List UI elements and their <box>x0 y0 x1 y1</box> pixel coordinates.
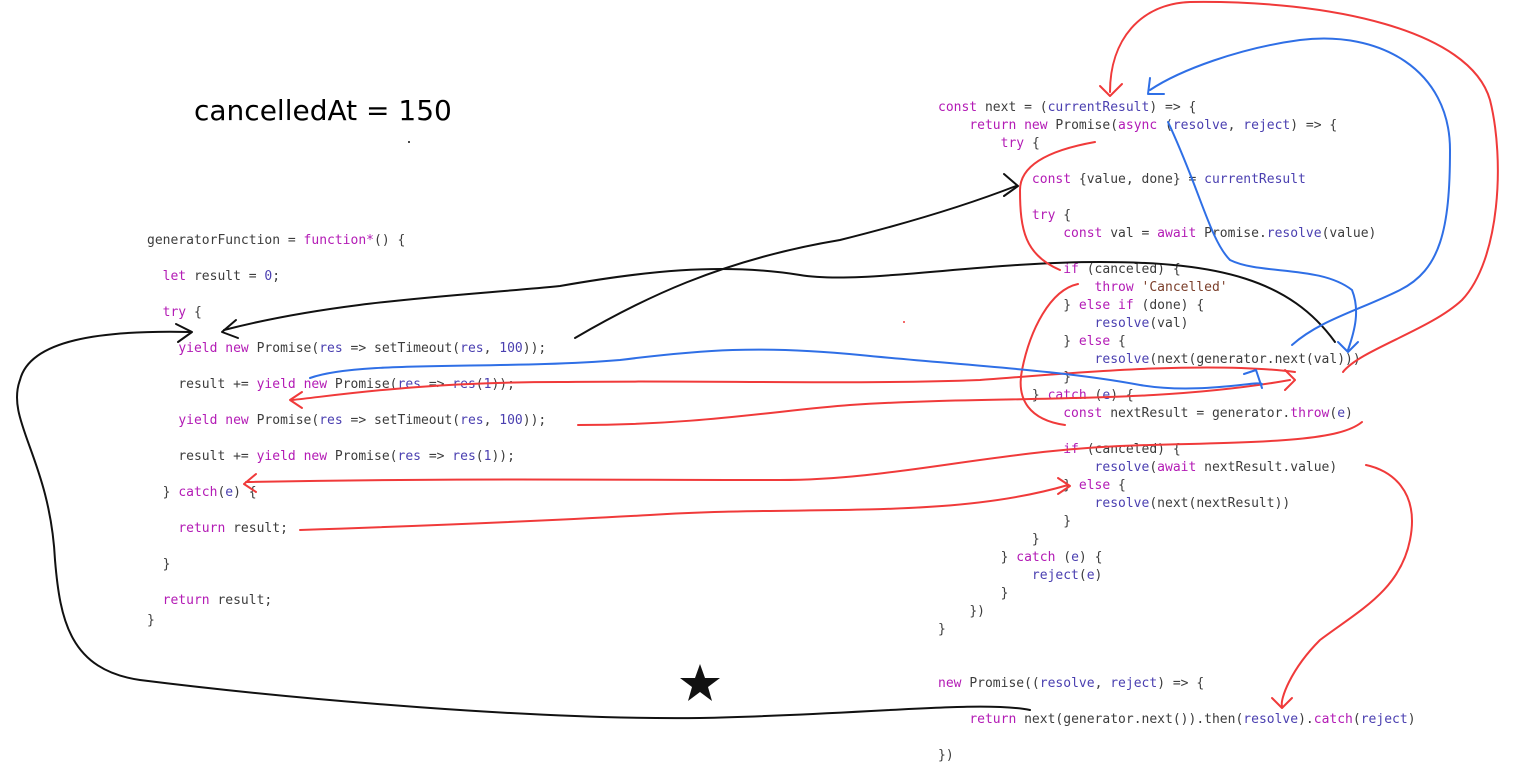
left-code-line-6: yield new Promise(res => setTimeout(res,… <box>178 413 547 428</box>
generator-function-code: generatorFunction = function*() { let re… <box>147 232 587 632</box>
right-code-line-4: const {value, done} = currentResult <box>1031 172 1306 187</box>
red-arrow-back-to-yield-1 <box>291 366 1296 401</box>
right-code-line-26: } <box>938 622 946 637</box>
left-code-line-2: let result = 0; <box>162 269 281 284</box>
red-arrow-throw-back-head <box>243 473 257 493</box>
left-code-line-8: } catch(e) { <box>162 485 257 500</box>
right-code-line-3: try { <box>1000 136 1040 151</box>
red-dot-mark <box>903 321 905 323</box>
red-arrow-yield-3 <box>577 379 1291 426</box>
red-arrow-throw-loop <box>1019 283 1079 426</box>
right-code-line-27: new Promise((resolve, reject) => { <box>938 676 1205 691</box>
right-code-line-17: resolve(await nextResult.value) <box>1094 460 1338 475</box>
right-code-line-21: } <box>1031 532 1040 547</box>
black-arrow-back-to-yield <box>223 261 1336 343</box>
right-code-line-5: try { <box>1031 208 1072 223</box>
right-code-line-29: }) <box>938 748 954 763</box>
black-arrow-back-to-yield-head <box>221 319 239 339</box>
red-arrow-to-resolve-final-head <box>1271 697 1293 709</box>
red-arrow-to-resolve-final <box>1280 464 1413 707</box>
next-function-code: const next = (currentResult) => { return… <box>938 99 1468 769</box>
red-arrow-return-result <box>299 484 1069 531</box>
cancelled-at-label: cancelledAt = 150 <box>194 94 452 127</box>
right-code-line-13: } <box>1063 370 1072 385</box>
left-code-line-10: } <box>162 557 171 572</box>
right-code-line-11: } else { <box>1063 334 1126 349</box>
left-code-line-1: generatorFunction = function*() { <box>147 233 406 248</box>
blue-arrow-yield-value <box>309 348 1263 390</box>
right-code-line-9: } else if (done) { <box>1063 298 1205 313</box>
dot-mark <box>408 141 410 143</box>
right-code-line-19: resolve(next(nextResult)) <box>1094 496 1291 511</box>
blue-arrow-yield-value-head <box>1243 369 1263 389</box>
blue-arrow-next-call-head <box>1147 77 1165 95</box>
red-arrow-return-result-head <box>1057 477 1071 495</box>
right-code-line-28: return next(generator.next()).then(resol… <box>969 712 1416 727</box>
right-code-line-7: if (canceled) { <box>1063 262 1181 277</box>
black-arrow-loop-head <box>175 323 193 343</box>
right-code-line-15: const nextResult = generator.throw(e) <box>1063 406 1353 421</box>
right-code-line-2: return new Promise(async (resolve, rejec… <box>969 118 1338 133</box>
left-code-line-7: result += yield new Promise(res => res(1… <box>178 449 515 464</box>
blue-arrow-current-result <box>1167 121 1358 351</box>
right-code-line-20: } <box>1063 514 1072 529</box>
right-code-line-12: resolve(next(generator.next(val))) <box>1094 352 1361 367</box>
right-code-line-6: const val = await Promise.resolve(value) <box>1063 226 1377 241</box>
left-code-line-4: yield new Promise(res => setTimeout(res,… <box>178 341 547 356</box>
red-arrow-top-loop <box>1109 0 1499 373</box>
right-code-line-25: }) <box>969 604 985 619</box>
left-code-line-3: try { <box>162 305 202 320</box>
black-arrow-loop <box>15 330 1031 720</box>
red-arrow-try-bracket <box>1019 141 1096 271</box>
right-code-line-1: const next = (currentResult) => { <box>938 100 1197 115</box>
left-code-line-9: return result; <box>178 521 288 536</box>
black-arrow-to-try-head <box>1003 173 1019 197</box>
red-arrow-top-loop-head <box>1099 83 1123 97</box>
blue-arrow-next-call <box>1149 37 1451 346</box>
red-arrow-yield-3-head <box>1284 369 1296 391</box>
red-arrow-throw-back <box>245 421 1363 483</box>
right-code-line-23: reject(e) <box>1031 568 1103 583</box>
blue-arrow-current-result-head <box>1337 341 1359 353</box>
right-code-line-8: throw 'Cancelled' <box>1094 280 1228 295</box>
right-code-line-10: resolve(val) <box>1094 316 1189 331</box>
red-arrow-back-to-yield-1-head <box>289 391 303 409</box>
left-code-line-12: } <box>147 613 155 628</box>
right-code-line-24: } <box>1000 586 1009 601</box>
star-icon <box>680 664 720 701</box>
left-code-line-11: return result; <box>162 593 273 608</box>
right-code-line-22: } catch (e) { <box>1000 550 1103 565</box>
black-arrow-to-try <box>574 185 1017 339</box>
